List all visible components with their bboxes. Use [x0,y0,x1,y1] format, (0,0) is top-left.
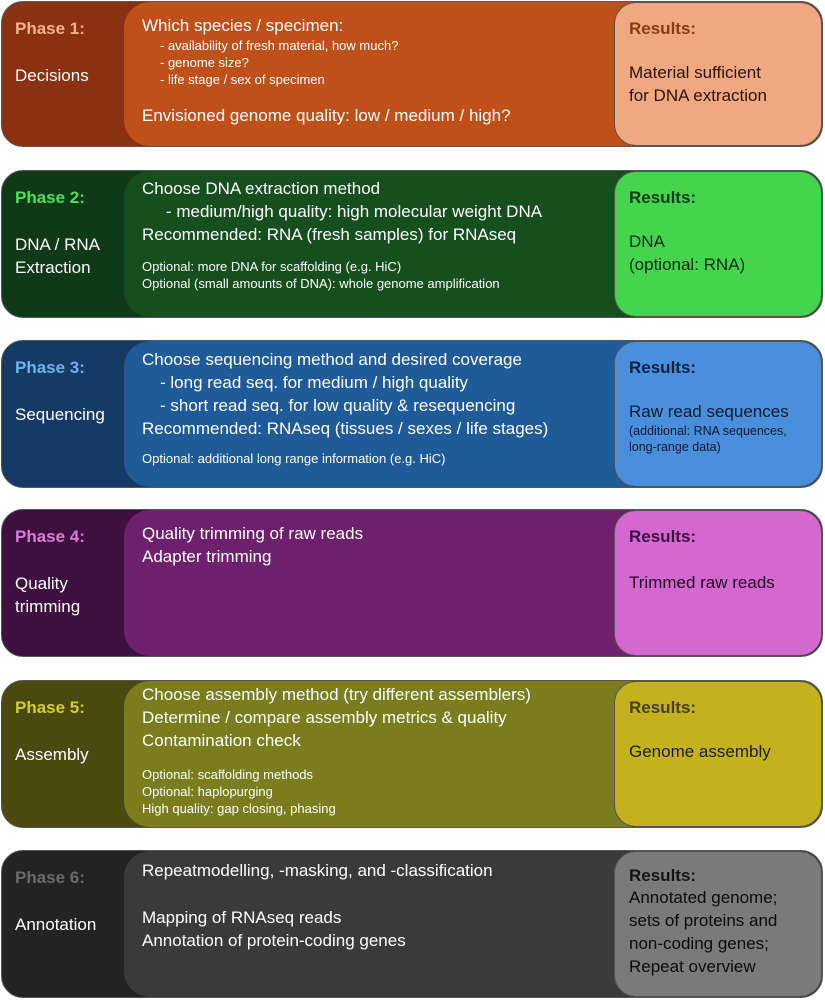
phase-6-name: Annotation [15,915,97,934]
phase-3-title: Phase 3: [15,358,85,377]
phase-1-title: Phase 1: [15,19,85,38]
phase-5-details: Choose assembly method (try different as… [124,681,632,827]
phase-2-results: Results: DNA (optional: RNA) [614,171,822,317]
phase-3-name: Sequencing [15,405,105,424]
phase-3-row: Phase 3: Sequencing Choose sequencing me… [1,340,823,488]
phase-5-results: Results: Genome assembly [614,681,822,827]
phase-1-row: Phase 1: Decisions Which species / speci… [1,1,823,147]
phase-3-results: Results: Raw read sequences (additional:… [614,341,822,487]
phase-6-title: Phase 6: [15,868,85,887]
phase-3-details: Choose sequencing method and desired cov… [124,341,632,487]
phase-2-details: Choose DNA extraction method - medium/hi… [124,171,632,317]
phase-6-row: Phase 6: Annotation Repeatmodelling, -ma… [1,850,823,998]
phase-6-results: Results: Annotated genome; sets of prote… [614,851,822,997]
phase-1-details: Which species / specimen: - availability… [124,2,632,146]
phase-2-name: DNA / RNA Extraction [15,235,101,277]
phase-4-title: Phase 4: [15,527,85,546]
phase-1-results: Results: Material sufficient for DNA ext… [614,2,822,146]
phase-2-title: Phase 2: [15,188,85,207]
phase-4-results: Results: Trimmed raw reads [614,510,822,656]
phase-6-details: Repeatmodelling, -masking, and -classifi… [124,851,632,997]
phase-2-row: Phase 2: DNA / RNA Extraction Choose DNA… [1,170,823,318]
phase-4-details: Quality trimming of raw reads Adapter tr… [124,510,632,656]
phase-4-name: Quality trimming [15,574,81,616]
phase-5-name: Assembly [15,745,89,764]
phase-1-name: Decisions [15,66,89,85]
phase-4-row: Phase 4: Quality trimming Quality trimmi… [1,509,823,657]
results-label: Results: [629,19,697,38]
phase-5-title: Phase 5: [15,698,85,717]
phase-5-row: Phase 5: Assembly Choose assembly method… [1,680,823,828]
